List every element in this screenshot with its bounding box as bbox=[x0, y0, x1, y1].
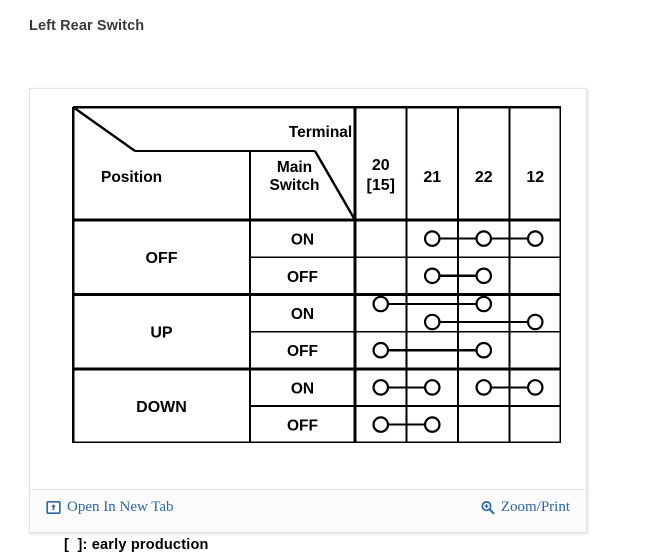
main-switch-state-OFF-ON: ON bbox=[291, 232, 314, 249]
terminal-node bbox=[475, 267, 493, 285]
continuity-connection-DOWN-ON-2 bbox=[475, 379, 544, 396]
position-label-DOWN: DOWN bbox=[136, 399, 187, 416]
header-diagonal-upper bbox=[72, 106, 136, 152]
header-label-main-switch-1: Main bbox=[277, 159, 312, 176]
main-switch-state-DOWN-ON: ON bbox=[291, 380, 314, 397]
continuity-connection-UP-OFF-1 bbox=[372, 341, 493, 359]
position-label-OFF: OFF bbox=[146, 250, 178, 267]
continuity-connection-UP-ON-2 bbox=[423, 313, 544, 331]
header-terminal-t21: 21 bbox=[423, 169, 441, 186]
continuity-connection-OFF-OFF-1 bbox=[423, 267, 493, 285]
terminal-node bbox=[526, 313, 544, 331]
footnote-early-production: [ ]: early production bbox=[64, 537, 209, 553]
terminal-node bbox=[423, 230, 441, 247]
open-in-new-tab-link[interactable]: Open In New Tab bbox=[46, 500, 174, 515]
main-switch-state-DOWN-OFF: OFF bbox=[287, 418, 318, 435]
page-title: Left Rear Switch bbox=[29, 18, 145, 34]
zoom-print-label: Zoom/Print bbox=[500, 499, 570, 515]
figure-card-footer: Open In New Tab Zoom/Print bbox=[30, 489, 586, 532]
position-label-UP: UP bbox=[150, 325, 173, 342]
terminal-node bbox=[475, 295, 493, 313]
header-terminal-t22: 22 bbox=[475, 169, 493, 186]
header-terminal-t12: 12 bbox=[526, 169, 544, 186]
terminal-node bbox=[423, 267, 441, 285]
terminal-node bbox=[475, 379, 493, 396]
terminal-node bbox=[372, 295, 390, 313]
terminal-node bbox=[423, 379, 441, 396]
main-switch-state-OFF-OFF: OFF bbox=[287, 269, 318, 286]
terminal-node bbox=[372, 341, 390, 359]
zoom-print-link[interactable]: Zoom/Print bbox=[480, 500, 570, 515]
continuity-connection-DOWN-ON-1 bbox=[372, 379, 441, 396]
terminal-node bbox=[526, 379, 544, 396]
header-label-terminal: Terminal bbox=[289, 124, 352, 141]
terminal-node bbox=[526, 230, 544, 247]
external-link-icon bbox=[46, 500, 61, 514]
continuity-connection-OFF-ON-1 bbox=[423, 230, 544, 247]
terminal-node bbox=[423, 313, 441, 331]
header-label-main-switch-2: Switch bbox=[270, 177, 320, 194]
open-in-new-tab-label: Open In New Tab bbox=[67, 499, 174, 515]
terminal-node bbox=[475, 341, 493, 359]
terminal-node bbox=[423, 416, 441, 433]
terminal-node bbox=[475, 230, 493, 247]
continuity-connection-UP-ON-1 bbox=[372, 295, 493, 313]
magnifier-plus-icon bbox=[481, 501, 495, 515]
terminal-node bbox=[372, 416, 390, 433]
header-diagonal-lower bbox=[313, 150, 357, 221]
header-label-position: Position bbox=[101, 169, 162, 186]
header-terminal-t20-2: [15] bbox=[367, 177, 395, 194]
continuity-connection-DOWN-OFF-1 bbox=[372, 416, 441, 433]
terminal-node bbox=[372, 379, 390, 396]
main-switch-state-UP-OFF: OFF bbox=[287, 343, 318, 360]
header-terminal-t20-1: 20 bbox=[372, 157, 390, 174]
main-switch-state-UP-ON: ON bbox=[291, 306, 314, 323]
